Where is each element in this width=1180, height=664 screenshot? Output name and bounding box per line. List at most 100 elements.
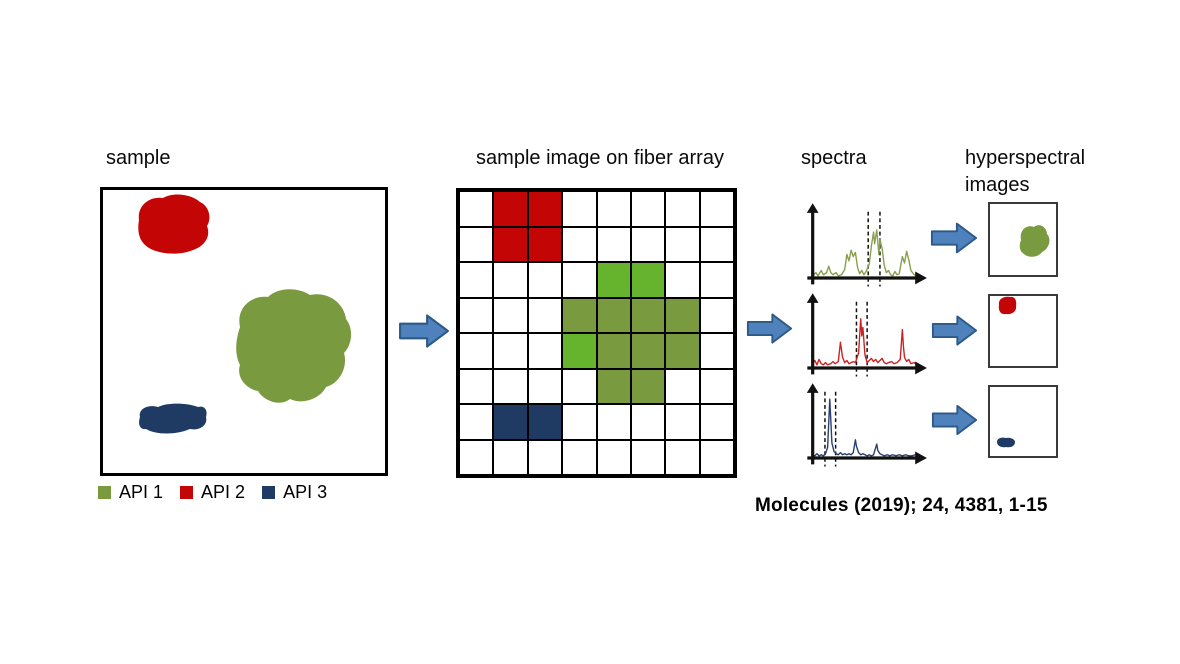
fiber-cell-r3c7: [699, 297, 734, 333]
fiber-cell-r2c7: [699, 262, 734, 298]
fiber-cell-r5c1: [493, 368, 528, 404]
legend-label-api1: API 1: [119, 482, 164, 502]
hyper-blob-api2: [998, 296, 1017, 315]
spectrum-plot-api2: [802, 292, 928, 382]
hyperspectral-image-api1: [988, 202, 1058, 277]
fiber-cell-r0c3: [562, 191, 597, 227]
arrow-shape: [399, 314, 449, 348]
fiber-cell-r5c5: [630, 368, 666, 404]
legend: API 1 API 2 API 3: [98, 482, 327, 503]
fiber-cell-r0c7: [699, 191, 734, 227]
fiber-cell-r6c5: [630, 404, 666, 440]
api2-spectrum-svg: [806, 293, 927, 377]
fiber-cell-r1c1: [493, 226, 528, 262]
sample-blob-api2: [138, 194, 210, 254]
fiber-cell-r6c1: [493, 404, 528, 440]
fiber-cell-r5c3: [562, 368, 597, 404]
hyper-blob-api2-graphic: [998, 296, 1017, 315]
api3-spectrum-curve: [812, 398, 920, 457]
api3-spectrum-svg: [806, 383, 927, 467]
hyper-blob-api3: [997, 437, 1015, 448]
fiber-cell-r0c0: [459, 191, 494, 227]
fiber-cell-r5c4: [596, 368, 631, 404]
legend-label-api3: API 3: [283, 482, 328, 502]
fiber-cell-r4c3: [562, 333, 597, 369]
fiber-cell-r3c6: [665, 297, 700, 333]
fiber-cell-r2c0: [459, 262, 494, 298]
fiber-cell-r0c6: [665, 191, 700, 227]
legend-item-api3: API 3: [262, 482, 327, 503]
api1-spectrum-x-arrowhead: [915, 271, 927, 285]
fiber-cell-r7c1: [493, 439, 528, 475]
fiber-cell-r1c5: [630, 226, 666, 262]
fiber-cell-r1c3: [562, 226, 597, 262]
arrow-shape: [930, 222, 978, 254]
flow-arrow-spectrum3-to-image: [931, 404, 978, 436]
hyperspectral-image-api2: [988, 294, 1058, 368]
fiber-cell-r2c1: [493, 262, 528, 298]
sample-blobs-graphic: [138, 194, 352, 434]
fiber-cell-r3c5: [630, 297, 666, 333]
sample-box: [100, 187, 388, 476]
api3-spectrum-y-arrowhead: [806, 383, 819, 393]
arrow-shape: [931, 315, 978, 346]
api2-spectrum-y-arrowhead: [806, 293, 819, 303]
api1-spectrum-svg: [806, 203, 927, 287]
fiber-cell-r4c1: [493, 333, 528, 369]
spectrum-plot-api1: [802, 202, 928, 292]
api1-swatch: [98, 486, 111, 499]
hyper-blob-api1: [1019, 225, 1050, 257]
fiber-cell-r0c4: [596, 191, 631, 227]
fiber-cell-r4c2: [527, 333, 563, 369]
hyperspectral-image-api3: [988, 385, 1058, 458]
fiber-cell-r4c5: [630, 333, 666, 369]
fiber-cell-r0c2: [527, 191, 563, 227]
spectra-title: spectra: [801, 147, 867, 169]
fiber-cell-r2c3: [562, 262, 597, 298]
fiber-cell-r7c4: [596, 439, 631, 475]
fiber-cell-r4c0: [459, 333, 494, 369]
fiber-cell-r0c1: [493, 191, 528, 227]
legend-label-api2: API 2: [201, 482, 246, 502]
fiber-cell-r7c0: [459, 439, 494, 475]
fiber-cell-r5c7: [699, 368, 734, 404]
fiber-cell-r6c2: [527, 404, 563, 440]
fiber-cell-r3c4: [596, 297, 631, 333]
arrow-shape: [746, 313, 793, 344]
citation-text: Molecules (2019); 24, 4381, 1-15: [755, 495, 1048, 516]
api2-spectrum-x-arrowhead: [915, 361, 927, 375]
fiber-cell-r7c7: [699, 439, 734, 475]
fiber-cell-r3c0: [459, 297, 494, 333]
legend-item-api2: API 2: [180, 482, 245, 503]
fiber-grid: [456, 188, 737, 478]
fiber-cell-r1c6: [665, 226, 700, 262]
arrow-shape: [931, 404, 978, 436]
fiber-cell-r7c5: [630, 439, 666, 475]
fiber-cell-r4c4: [596, 333, 631, 369]
fiber-cell-r5c6: [665, 368, 700, 404]
flow-arrow-spectrum1-to-image: [930, 222, 978, 254]
fiber-cell-r5c2: [527, 368, 563, 404]
legend-item-api1: API 1: [98, 482, 163, 503]
fiber-cell-r1c4: [596, 226, 631, 262]
hyper-blob-api3-graphic: [997, 437, 1015, 448]
api2-spectrum-curve: [812, 318, 920, 366]
fiber-cell-r7c6: [665, 439, 700, 475]
fiber-cell-r2c6: [665, 262, 700, 298]
hyperspectral-title: hyperspectral images: [965, 147, 1086, 196]
fiber-cell-r7c3: [562, 439, 597, 475]
api3-spectrum-x-arrowhead: [915, 451, 927, 465]
fiber-cell-r7c2: [527, 439, 563, 475]
fiber-cell-r3c1: [493, 297, 528, 333]
fiber-cell-r3c2: [527, 297, 563, 333]
fiber-cell-r3c3: [562, 297, 597, 333]
sample-title: sample: [106, 147, 171, 169]
fiber-cell-r5c0: [459, 368, 494, 404]
sample-blob-api1: [236, 289, 352, 403]
fiber-cell-r4c6: [665, 333, 700, 369]
fiber-cell-r6c6: [665, 404, 700, 440]
fiber-cell-r4c7: [699, 333, 734, 369]
flow-arrow-spectrum2-to-image: [931, 315, 978, 346]
hyper-blob-api1-graphic: [1019, 225, 1050, 257]
api1-spectrum-y-arrowhead: [806, 203, 819, 213]
